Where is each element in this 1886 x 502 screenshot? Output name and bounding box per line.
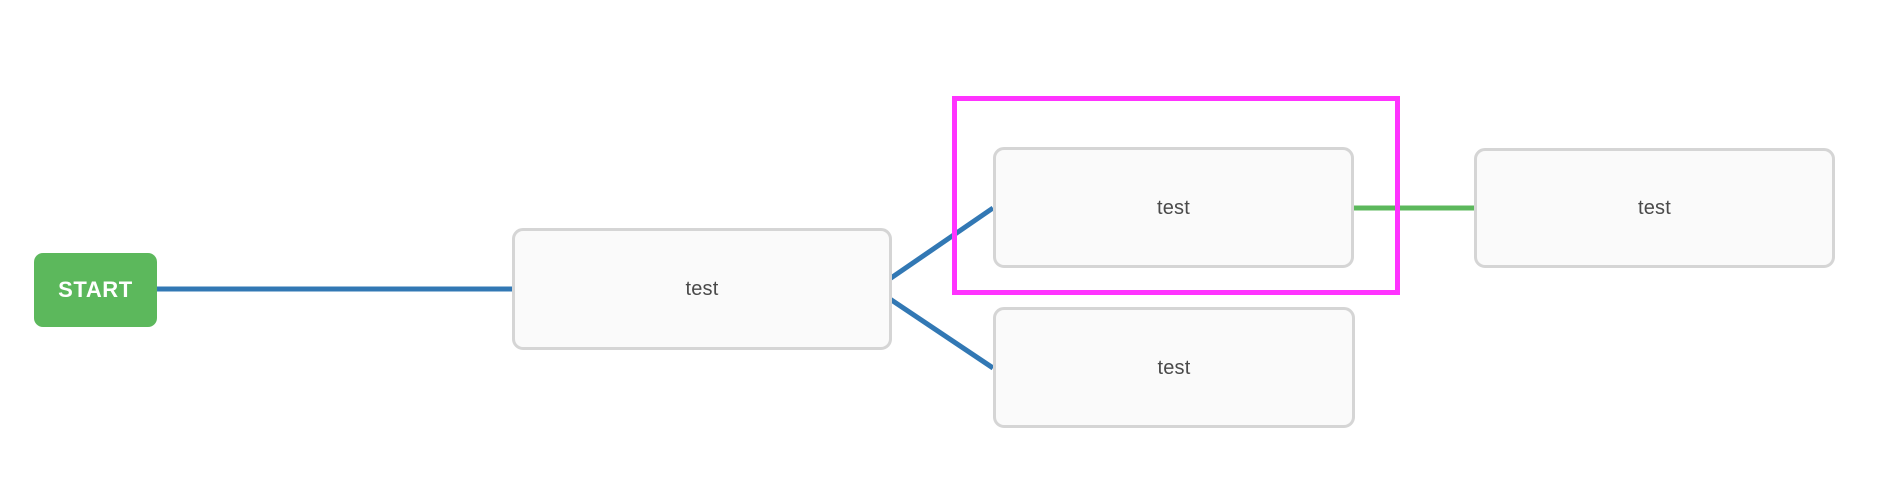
selection-rectangle[interactable] [952, 96, 1400, 295]
node-process-4-label: test [1637, 197, 1672, 219]
node-process-2[interactable]: test [993, 147, 1354, 268]
node-start-label: START [58, 277, 133, 302]
node-process-1-label: test [685, 278, 719, 300]
node-process-1[interactable]: test [512, 228, 892, 350]
node-process-3-label: test [1157, 356, 1191, 379]
edge-e-n1-n3[interactable] [866, 286, 995, 371]
node-process-4[interactable]: test [1474, 148, 1835, 268]
node-start[interactable]: START [34, 253, 157, 327]
node-process-3[interactable]: test [993, 307, 1355, 428]
node-process-2-label: test [1156, 196, 1191, 219]
